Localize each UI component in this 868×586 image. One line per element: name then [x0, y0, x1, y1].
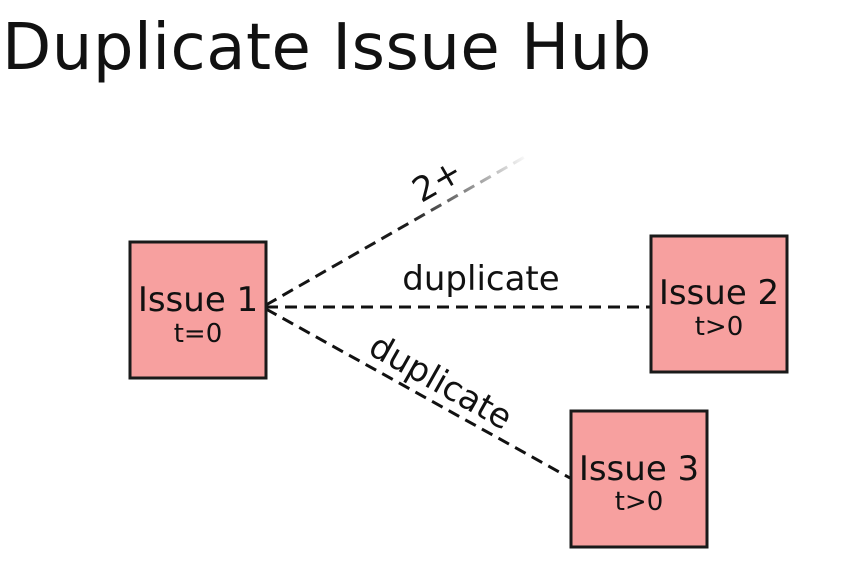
edge-label-more-duplicates: 2+	[406, 151, 469, 211]
page-title: Duplicate Issue Hub	[2, 11, 652, 85]
node-issue-2: Issue 2 t>0	[649, 234, 789, 374]
node-label: Issue 3	[579, 449, 699, 489]
node-time-label: t=0	[174, 319, 223, 349]
node-box	[649, 234, 789, 374]
node-label: Issue 1	[138, 280, 258, 320]
node-time-label: t>0	[695, 312, 744, 342]
node-issue-3: Issue 3 t>0	[569, 409, 709, 549]
edge-more-duplicates	[265, 153, 529, 307]
node-issue-1: Issue 1 t=0	[128, 240, 268, 380]
node-time-label: t>0	[615, 487, 664, 517]
node-label: Issue 2	[659, 273, 779, 313]
edge-issue1-issue3	[265, 307, 571, 480]
edge-label-issue1-issue3: duplicate	[362, 326, 519, 438]
edge-label-issue1-issue2: duplicate	[402, 259, 559, 299]
node-box	[128, 240, 268, 380]
node-box	[569, 409, 709, 549]
